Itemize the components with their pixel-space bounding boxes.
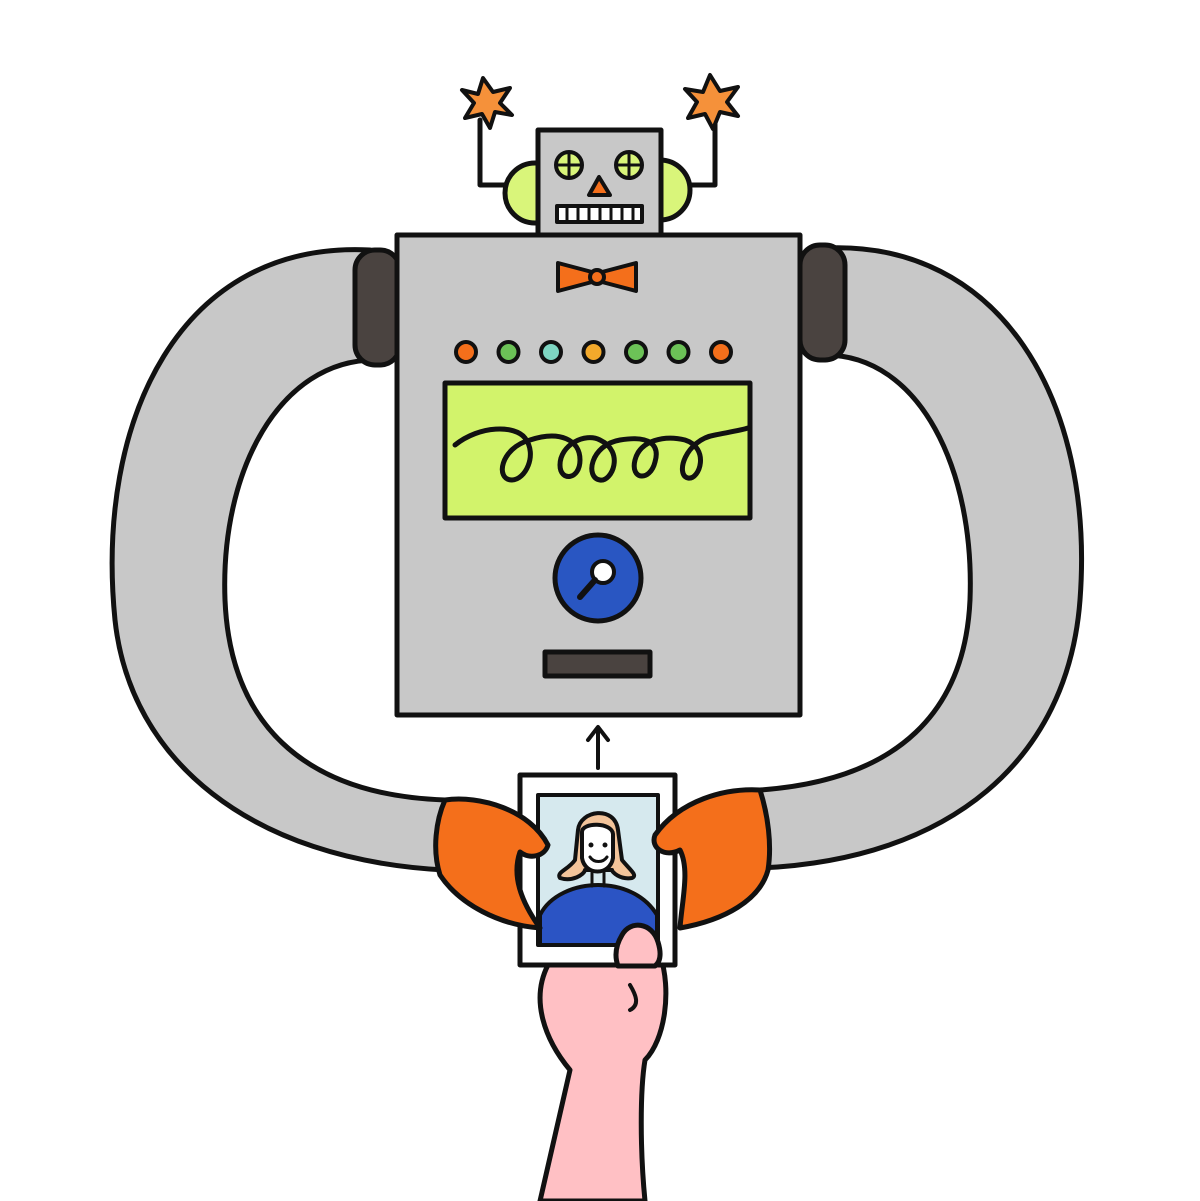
magnifier-icon bbox=[577, 559, 616, 600]
photo-person-eye-left bbox=[588, 842, 594, 848]
indicator-light bbox=[496, 340, 521, 364]
card-slot bbox=[542, 649, 653, 679]
left-arm bbox=[109, 247, 448, 873]
up-arrow-icon bbox=[586, 725, 610, 770]
robot-nose bbox=[587, 175, 612, 197]
indicator-light bbox=[709, 340, 733, 364]
right-arm bbox=[757, 245, 1084, 871]
bowtie-icon bbox=[556, 261, 638, 293]
indicator-lights bbox=[454, 340, 733, 364]
screen-signal-wave bbox=[452, 425, 751, 483]
robot-mouth bbox=[555, 204, 644, 224]
photo-person-eye-right bbox=[602, 842, 608, 848]
indicator-light bbox=[581, 340, 606, 364]
human-hand bbox=[537, 931, 669, 1201]
indicator-light bbox=[624, 340, 648, 364]
finger-lines bbox=[628, 983, 638, 1012]
photo-person-face bbox=[580, 822, 615, 874]
left-gripper bbox=[433, 796, 551, 931]
photo-person-smile bbox=[588, 855, 609, 863]
spark-icon bbox=[683, 73, 740, 131]
left-eye bbox=[554, 150, 584, 180]
indicator-light bbox=[539, 340, 563, 364]
indicator-light bbox=[666, 340, 691, 364]
right-eye bbox=[614, 150, 644, 180]
human-thumb bbox=[613, 922, 663, 969]
right-gripper bbox=[651, 787, 773, 931]
left-shoulder-joint bbox=[352, 247, 403, 368]
indicator-light bbox=[454, 340, 478, 364]
right-shoulder-joint bbox=[797, 242, 848, 363]
spark-icon bbox=[460, 76, 514, 130]
